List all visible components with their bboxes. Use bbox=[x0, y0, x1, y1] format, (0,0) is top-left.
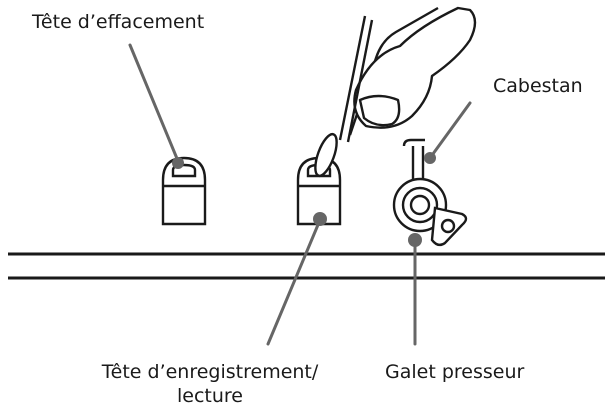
leader-record-head bbox=[266, 218, 322, 346]
erase-head bbox=[161, 156, 207, 226]
leader-capstan bbox=[428, 101, 472, 160]
leader-lines bbox=[128, 43, 472, 346]
label-record-playback-head: Tête d’enregistrement/ lecture bbox=[80, 360, 340, 408]
leader-dots bbox=[172, 152, 436, 247]
hand-icon bbox=[348, 6, 477, 136]
label-record-head-line1: Tête d’enregistrement/ bbox=[101, 361, 319, 383]
tape-path bbox=[8, 252, 605, 280]
cotton-swab-icon bbox=[314, 15, 374, 178]
label-erase-head: Tête d’effacement bbox=[32, 11, 205, 33]
label-pinch-roller: Galet presseur bbox=[385, 361, 525, 383]
capstan-assembly bbox=[392, 138, 468, 247]
label-capstan: Cabestan bbox=[493, 75, 583, 97]
leader-erase-head bbox=[128, 43, 180, 163]
label-record-head-line2: lecture bbox=[177, 385, 243, 407]
